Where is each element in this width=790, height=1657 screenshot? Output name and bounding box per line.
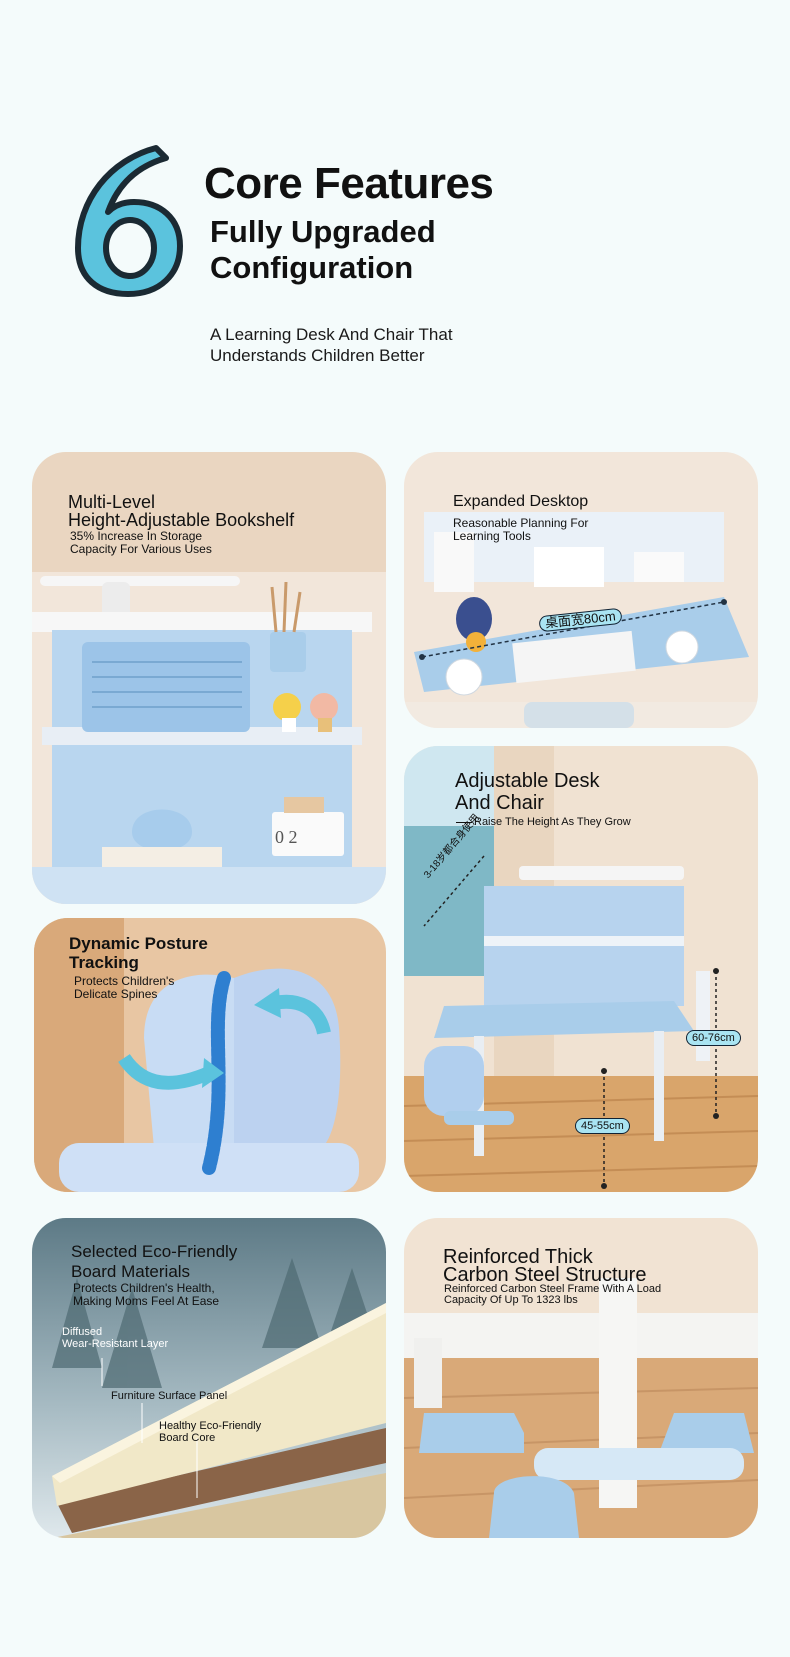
bookshelf-desc: 35% Increase In Storage xyxy=(70,529,203,543)
steel-title-line2: Carbon Steel Structure xyxy=(443,1264,647,1286)
posture-desc: Protects Children's xyxy=(74,974,175,988)
steel-desc: Reinforced Carbon Steel Frame With A Loa… xyxy=(444,1283,662,1295)
layer3-line2: Board Core xyxy=(159,1432,216,1444)
layer-wear-resistant-label: Diffused Wear-Resistant Layer xyxy=(62,1326,168,1350)
card-desktop: Expanded Desktop Reasonable Planning For… xyxy=(404,452,758,728)
desktop-text: Expanded Desktop Reasonable Planning For… xyxy=(453,493,588,543)
hero-title-configuration: Configuration xyxy=(210,250,414,285)
materials-desc: Protects Children's Health, xyxy=(73,1281,215,1295)
hero-section: Core Features Fully Upgraded Configurati… xyxy=(0,0,790,420)
steel-desc-line2: Capacity Of Up To 1323 lbs xyxy=(444,1294,578,1306)
hero-subtitle: A Learning Desk And Chair That Understan… xyxy=(210,324,453,366)
card-adjustable: Adjustable Desk And Chair Raise The Heig… xyxy=(404,746,758,1192)
number-six-graphic xyxy=(75,145,183,297)
materials-title: Selected Eco-Friendly xyxy=(71,1242,238,1261)
card-posture: Dynamic Posture Tracking Protects Childr… xyxy=(34,918,386,1192)
posture-desc-line2: Delicate Spines xyxy=(74,987,158,1001)
bookshelf-image xyxy=(32,452,386,904)
layer-surface-panel-label: Furniture Surface Panel xyxy=(111,1390,228,1402)
layer-board-core-label: Healthy Eco-Friendly Board Core xyxy=(159,1420,261,1444)
hero-title-upgraded: Fully Upgraded xyxy=(210,214,436,249)
adjustable-text: Adjustable Desk And Chair xyxy=(455,770,600,814)
card-steel: Reinforced Thick Carbon Steel Structure … xyxy=(404,1218,758,1538)
desktop-desc-line2: Learning Tools xyxy=(453,529,531,543)
materials-image xyxy=(32,1218,386,1538)
desktop-title: Expanded Desktop xyxy=(453,493,589,510)
steel-image xyxy=(404,1218,758,1538)
hero-title-line2: Fully Upgraded Configuration xyxy=(210,214,436,286)
hero-title: Core Features xyxy=(204,159,494,208)
layer1-line1: Diffused xyxy=(62,1326,103,1338)
calendar-digits: 0 2 xyxy=(275,827,298,847)
hero-subtitle-line1: A Learning Desk And Chair That xyxy=(210,325,453,344)
desktop-image xyxy=(404,452,758,728)
card-bookshelf: Multi-Level Height-Adjustable Bookshelf … xyxy=(32,452,386,904)
bookshelf-title: Multi-Level xyxy=(68,492,156,512)
posture-text: Dynamic Posture Tracking Protects Childr… xyxy=(69,934,208,1001)
adjustable-title-line2: And Chair xyxy=(455,792,544,814)
bookshelf-text: Multi-Level Height-Adjustable Bookshelf … xyxy=(68,493,294,556)
materials-title-line2: Board Materials xyxy=(71,1262,191,1281)
bookshelf-title-line2: Height-Adjustable Bookshelf xyxy=(68,510,295,530)
hero-subtitle-line2: Understands Children Better xyxy=(210,346,425,365)
posture-title-line2: Tracking xyxy=(69,953,139,972)
posture-title: Dynamic Posture xyxy=(69,934,208,953)
steel-title: Reinforced Thick xyxy=(443,1246,593,1268)
posture-image xyxy=(34,918,386,1192)
chair-height-label: 45-55cm xyxy=(575,1118,630,1134)
card-materials: Selected Eco-Friendly Board Materials Pr… xyxy=(32,1218,386,1538)
steel-text: Reinforced Thick Carbon Steel Structure … xyxy=(443,1246,662,1306)
adjustable-image xyxy=(404,746,758,1192)
materials-text: Selected Eco-Friendly Board Materials Pr… xyxy=(71,1242,237,1308)
bookshelf-desc-line2: Capacity For Various Uses xyxy=(70,542,212,556)
desk-height-label: 60-76cm xyxy=(686,1030,741,1046)
layer1-line2: Wear-Resistant Layer xyxy=(62,1338,169,1350)
adjustable-title: Adjustable Desk xyxy=(455,770,600,792)
adjustable-desc-wrap: Raise The Height As They Grow xyxy=(456,816,631,828)
layer3-line1: Healthy Eco-Friendly xyxy=(159,1420,262,1432)
materials-desc-line2: Making Moms Feel At Ease xyxy=(73,1294,220,1308)
dash-line xyxy=(456,821,472,823)
adjustable-desc: Raise The Height As They Grow xyxy=(474,816,631,828)
desktop-desc: Reasonable Planning For xyxy=(453,516,589,530)
